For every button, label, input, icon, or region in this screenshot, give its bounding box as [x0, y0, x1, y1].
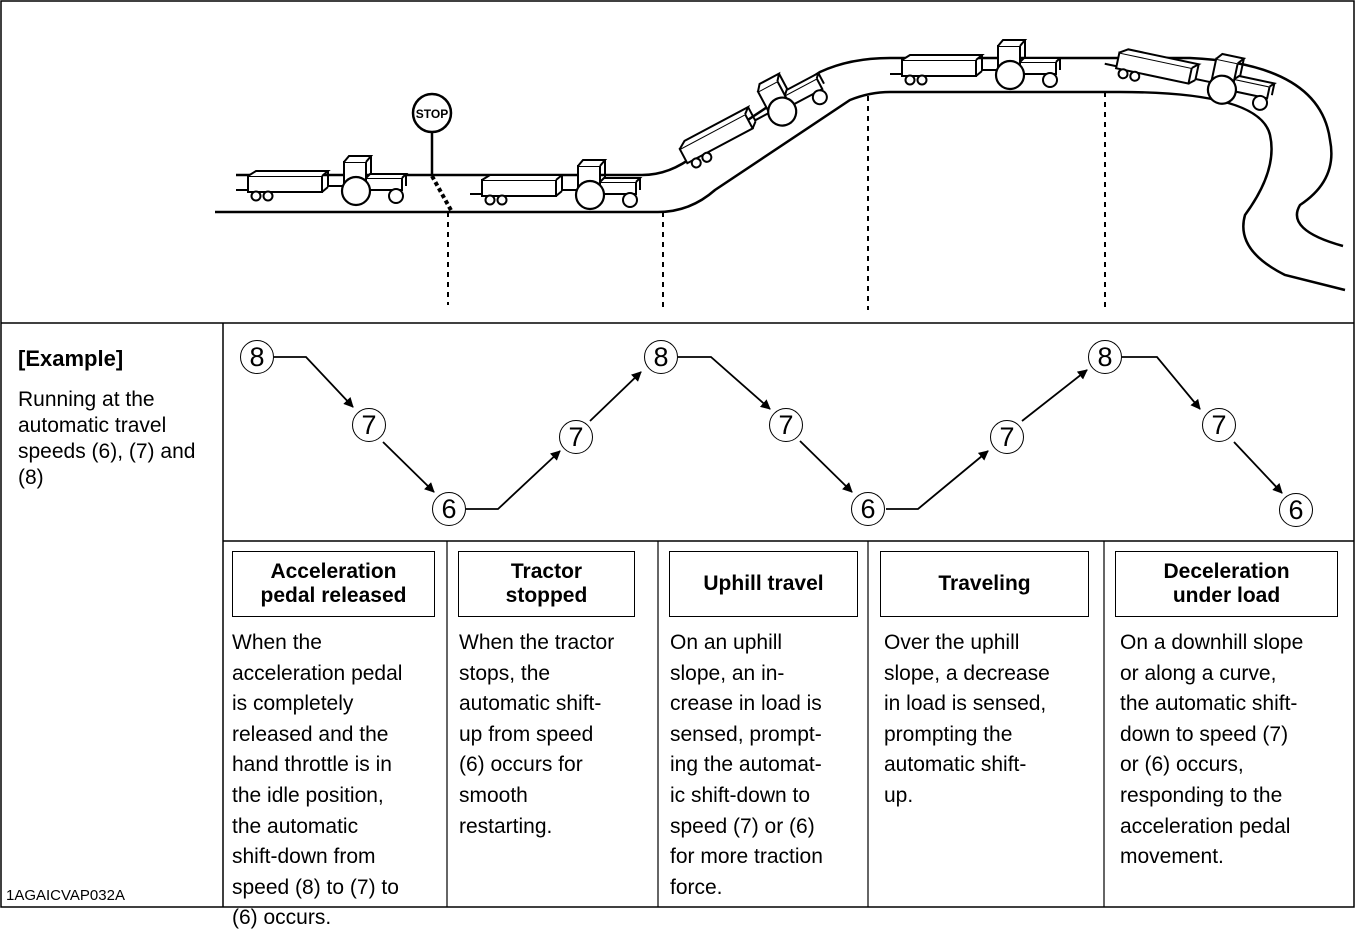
example-description: Running at the automatic travel speeds (…: [18, 387, 208, 491]
speed-circle-7: 7: [990, 420, 1024, 454]
phase-body-acceleration-pedal-released: When the acceleration pedal is completel…: [232, 628, 444, 934]
speed-circle-7: 7: [559, 420, 593, 454]
stop-sign-text: STOP: [416, 107, 448, 121]
tractor-top-2: [1102, 31, 1278, 114]
speed-circle-6: 6: [432, 492, 466, 526]
speed-circle-7: 7: [1202, 408, 1236, 442]
tractor-top-1: [890, 40, 1060, 89]
speed-circle-8: 8: [240, 340, 274, 374]
speed-circle-7: 7: [769, 408, 803, 442]
phase-title-traveling: Traveling: [880, 551, 1089, 617]
phase-body-deceleration-under-load: On a downhill slope or along a curve, th…: [1120, 628, 1352, 873]
phase-body-traveling: Over the uphill slope, a decrease in loa…: [884, 628, 1100, 812]
phase-title-uphill-travel: Uphill travel: [669, 551, 858, 617]
figure-code: 1AGAICVAP032A: [6, 887, 125, 904]
phase-title-acceleration-pedal-released: Acceleration pedal released: [232, 551, 435, 617]
example-title: [Example]: [18, 346, 123, 372]
phase-title-deceleration-under-load: Deceleration under load: [1115, 551, 1338, 617]
phase-body-tractor-stopped: When the tractor stops, the automatic sh…: [459, 628, 655, 842]
tractor-uphill: [660, 57, 833, 180]
phase-body-uphill-travel: On an uphill slope, an in- crease in loa…: [670, 628, 866, 903]
speed-circle-7: 7: [352, 408, 386, 442]
speed-circle-8: 8: [644, 340, 678, 374]
speed-circle-6: 6: [851, 492, 885, 526]
tractor-flat-2: [470, 160, 640, 209]
phase-title-tractor-stopped: Tractor stopped: [458, 551, 635, 617]
speed-circle-8: 8: [1088, 340, 1122, 374]
tractor-flat-1: [236, 156, 406, 205]
stop-line: [432, 176, 452, 212]
stop-sign: STOP: [413, 94, 451, 175]
speed-circle-6: 6: [1279, 493, 1313, 527]
